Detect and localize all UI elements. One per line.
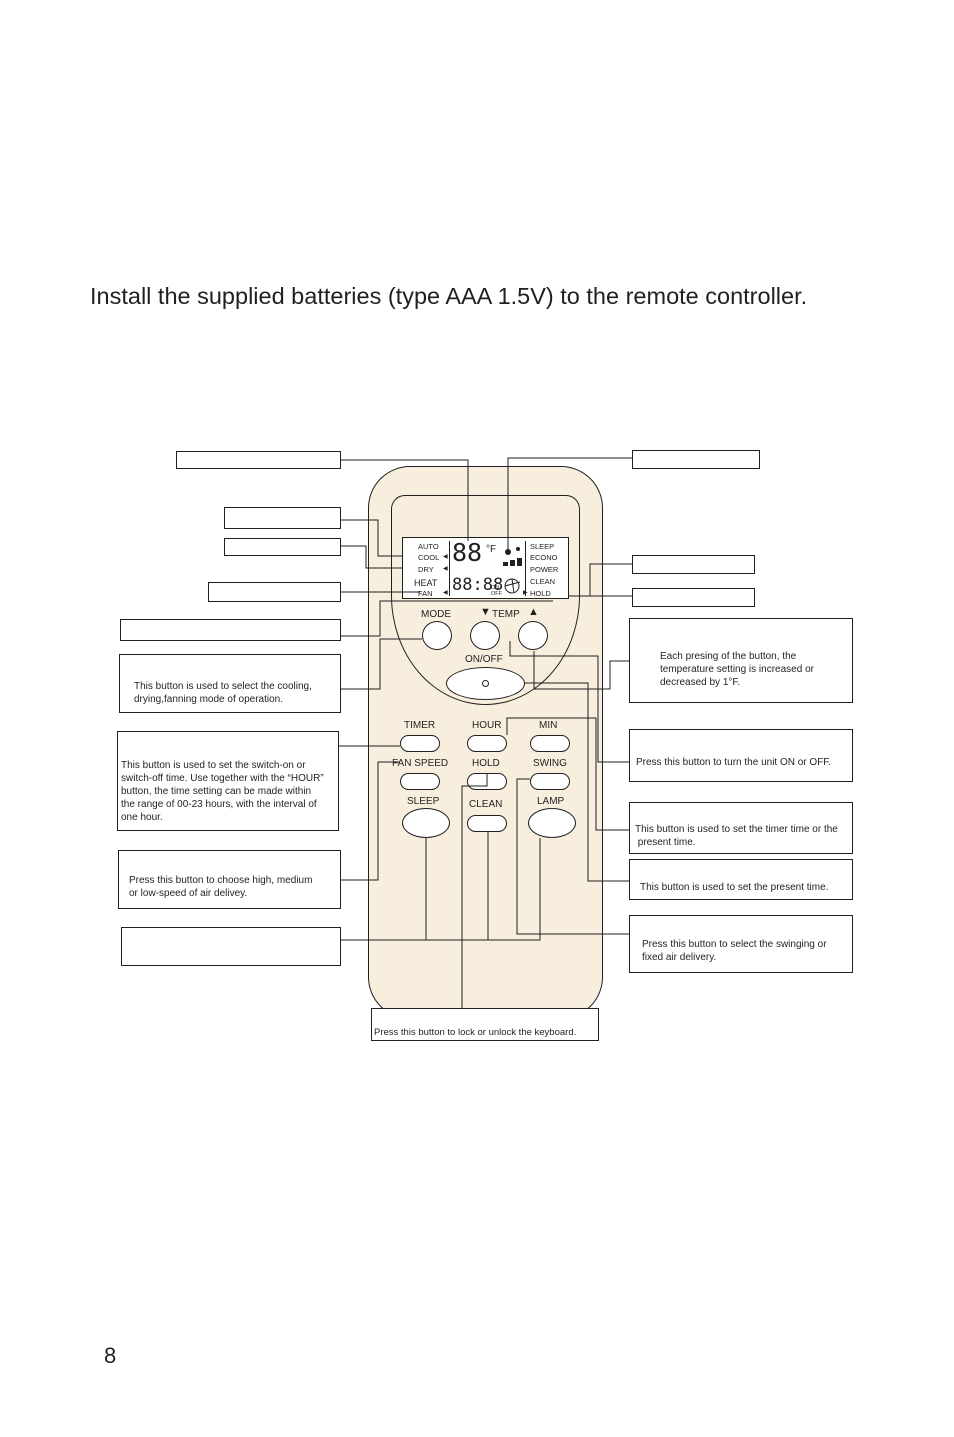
on-off-button-label: ON/OFF <box>465 654 503 665</box>
lcd-mode-cool: COOL <box>418 553 440 562</box>
min-description-line-1: This button is used to set the timer tim… <box>635 824 838 835</box>
lcd-time-digits: 88:88 <box>452 575 504 595</box>
callout-heat-indicator <box>120 619 341 641</box>
callout-hold-description: Press this button to lock or unlock the … <box>371 1008 599 1041</box>
swing-button[interactable] <box>530 773 570 790</box>
lcd-temperature-unit: °F <box>486 544 497 555</box>
on-off-button[interactable] <box>446 667 525 700</box>
swing-button-label: SWING <box>533 758 567 769</box>
lcd-status-hold: HOLD <box>530 589 551 598</box>
on-off-description-line-1: Press this button to turn the unit ON or… <box>636 757 832 768</box>
lcd-mode-dry: DRY <box>418 565 434 574</box>
callout-timer-description: This button is used to set the switch-on… <box>117 731 339 831</box>
lcd-status-clean: CLEAN <box>530 577 556 586</box>
temp-description-line-1: Each presing of the button, the <box>660 651 797 662</box>
page-number: 8 <box>104 1343 117 1368</box>
callout-on-off-description: Press this button to turn the unit ON or… <box>629 729 853 782</box>
callout-lcd-temperature <box>176 451 341 469</box>
lcd-temperature-digits: 88 <box>452 538 483 567</box>
lcd-cool-indicator-icon: ◀ <box>443 554 448 560</box>
min-button[interactable] <box>530 735 570 752</box>
clean-button[interactable] <box>467 815 507 832</box>
hour-button-label: HOUR <box>472 720 502 731</box>
sleep-button-label: SLEEP <box>407 796 440 807</box>
sleep-button[interactable] <box>402 808 450 838</box>
lcd-display: AUTO COOL DRY HEAT FAN ◀ ◀ ◀ 88 °F 88:88… <box>402 537 569 599</box>
clean-button-label: CLEAN <box>469 799 503 810</box>
fan-speed-description-line-1: Press this button to choose high, medium <box>129 875 313 886</box>
callout-dry-indicator <box>224 538 341 556</box>
hold-button-label: HOLD <box>472 758 500 769</box>
lcd-hold-indicator-icon: ▶ <box>523 590 528 596</box>
lcd-status-econo: ECONO <box>530 553 558 562</box>
temp-down-button[interactable] <box>470 621 500 650</box>
lcd-divider-left <box>449 541 450 596</box>
timer-description-line-1: This button is used to set the switch-on… <box>121 760 306 771</box>
min-button-label: MIN <box>539 720 558 731</box>
min-description-line-2: present time. <box>635 837 696 848</box>
page-heading: Install the supplied batteries (type AAA… <box>90 283 808 309</box>
callout-cool-indicator <box>224 507 341 529</box>
callout-fan-speed-description: Press this button to choose high, medium… <box>118 850 341 909</box>
lcd-timer-off: OFF <box>491 591 502 597</box>
callout-min-description: This button is used to set the timer tim… <box>629 802 853 854</box>
hour-button[interactable] <box>467 735 507 752</box>
temp-up-arrow-icon: ▲ <box>528 606 539 618</box>
callout-mode-description: This button is used to select the coolin… <box>119 654 341 713</box>
lamp-button-label: LAMP <box>537 796 565 807</box>
power-dot-icon <box>482 680 489 687</box>
callout-temp-description: Each presing of the button, the temperat… <box>629 618 853 703</box>
temp-button-label: TEMP <box>492 609 520 620</box>
lcd-mode-fan: FAN <box>418 589 433 598</box>
lcd-fan-indicator-icon: ◀ <box>443 590 448 596</box>
callout-swing-description: Press this button to select the swinging… <box>629 915 853 973</box>
callout-fan-indicator <box>208 582 341 602</box>
temp-description-line-2: temperature setting is increased or <box>660 664 814 675</box>
hour-description-line-1: This button is used to set the present t… <box>640 882 829 893</box>
mode-description-line-2: drying,fanning mode of operation. <box>134 694 283 705</box>
lcd-mode-heat: HEAT <box>414 578 438 588</box>
callout-hold-status <box>632 588 755 607</box>
fan-speed-description-line-2: or low-speed of air delivey. <box>129 888 248 899</box>
timer-description-line-3: button, the time setting can be made wit… <box>121 786 312 797</box>
swing-description-line-2: fixed air delivery. <box>642 952 717 963</box>
mode-button-label: MODE <box>421 609 451 620</box>
temp-down-arrow-icon: ▼ <box>480 606 491 618</box>
temp-description-line-3: decreased by 1°F. <box>660 677 741 688</box>
lcd-status-power: POWER <box>530 565 559 574</box>
timer-button-label: TIMER <box>404 720 436 731</box>
lcd-dry-indicator-icon: ◀ <box>443 566 448 572</box>
mode-button[interactable] <box>422 621 452 650</box>
callout-lcd-fan-speed <box>632 450 760 469</box>
mode-description-line-1: This button is used to select the coolin… <box>134 681 312 692</box>
timer-description-line-5: one hour. <box>121 812 163 823</box>
lamp-button[interactable] <box>528 808 576 838</box>
lcd-status-sleep: SLEEP <box>530 542 555 551</box>
timer-button[interactable] <box>400 735 440 752</box>
swing-description-line-1: Press this button to select the swinging… <box>642 939 827 950</box>
lcd-mode-auto: AUTO <box>418 542 439 551</box>
callout-sleep-clean-lamp <box>121 927 341 966</box>
fan-speed-button[interactable] <box>400 773 440 790</box>
hold-description-line-1: Press this button to lock or unlock the … <box>374 1027 577 1038</box>
fan-speed-button-label: FAN SPEED <box>392 758 449 769</box>
callout-clean-status <box>632 555 755 574</box>
lcd-timer-on: ON <box>491 585 500 591</box>
lcd-divider-right <box>525 541 526 596</box>
timer-description-line-4: the range of 00-23 hours, with the inter… <box>121 799 317 810</box>
temp-up-button[interactable] <box>518 621 548 650</box>
timer-description-line-2: switch-off time. Use together with the “… <box>121 773 324 784</box>
callout-hour-description: This button is used to set the present t… <box>629 859 853 900</box>
